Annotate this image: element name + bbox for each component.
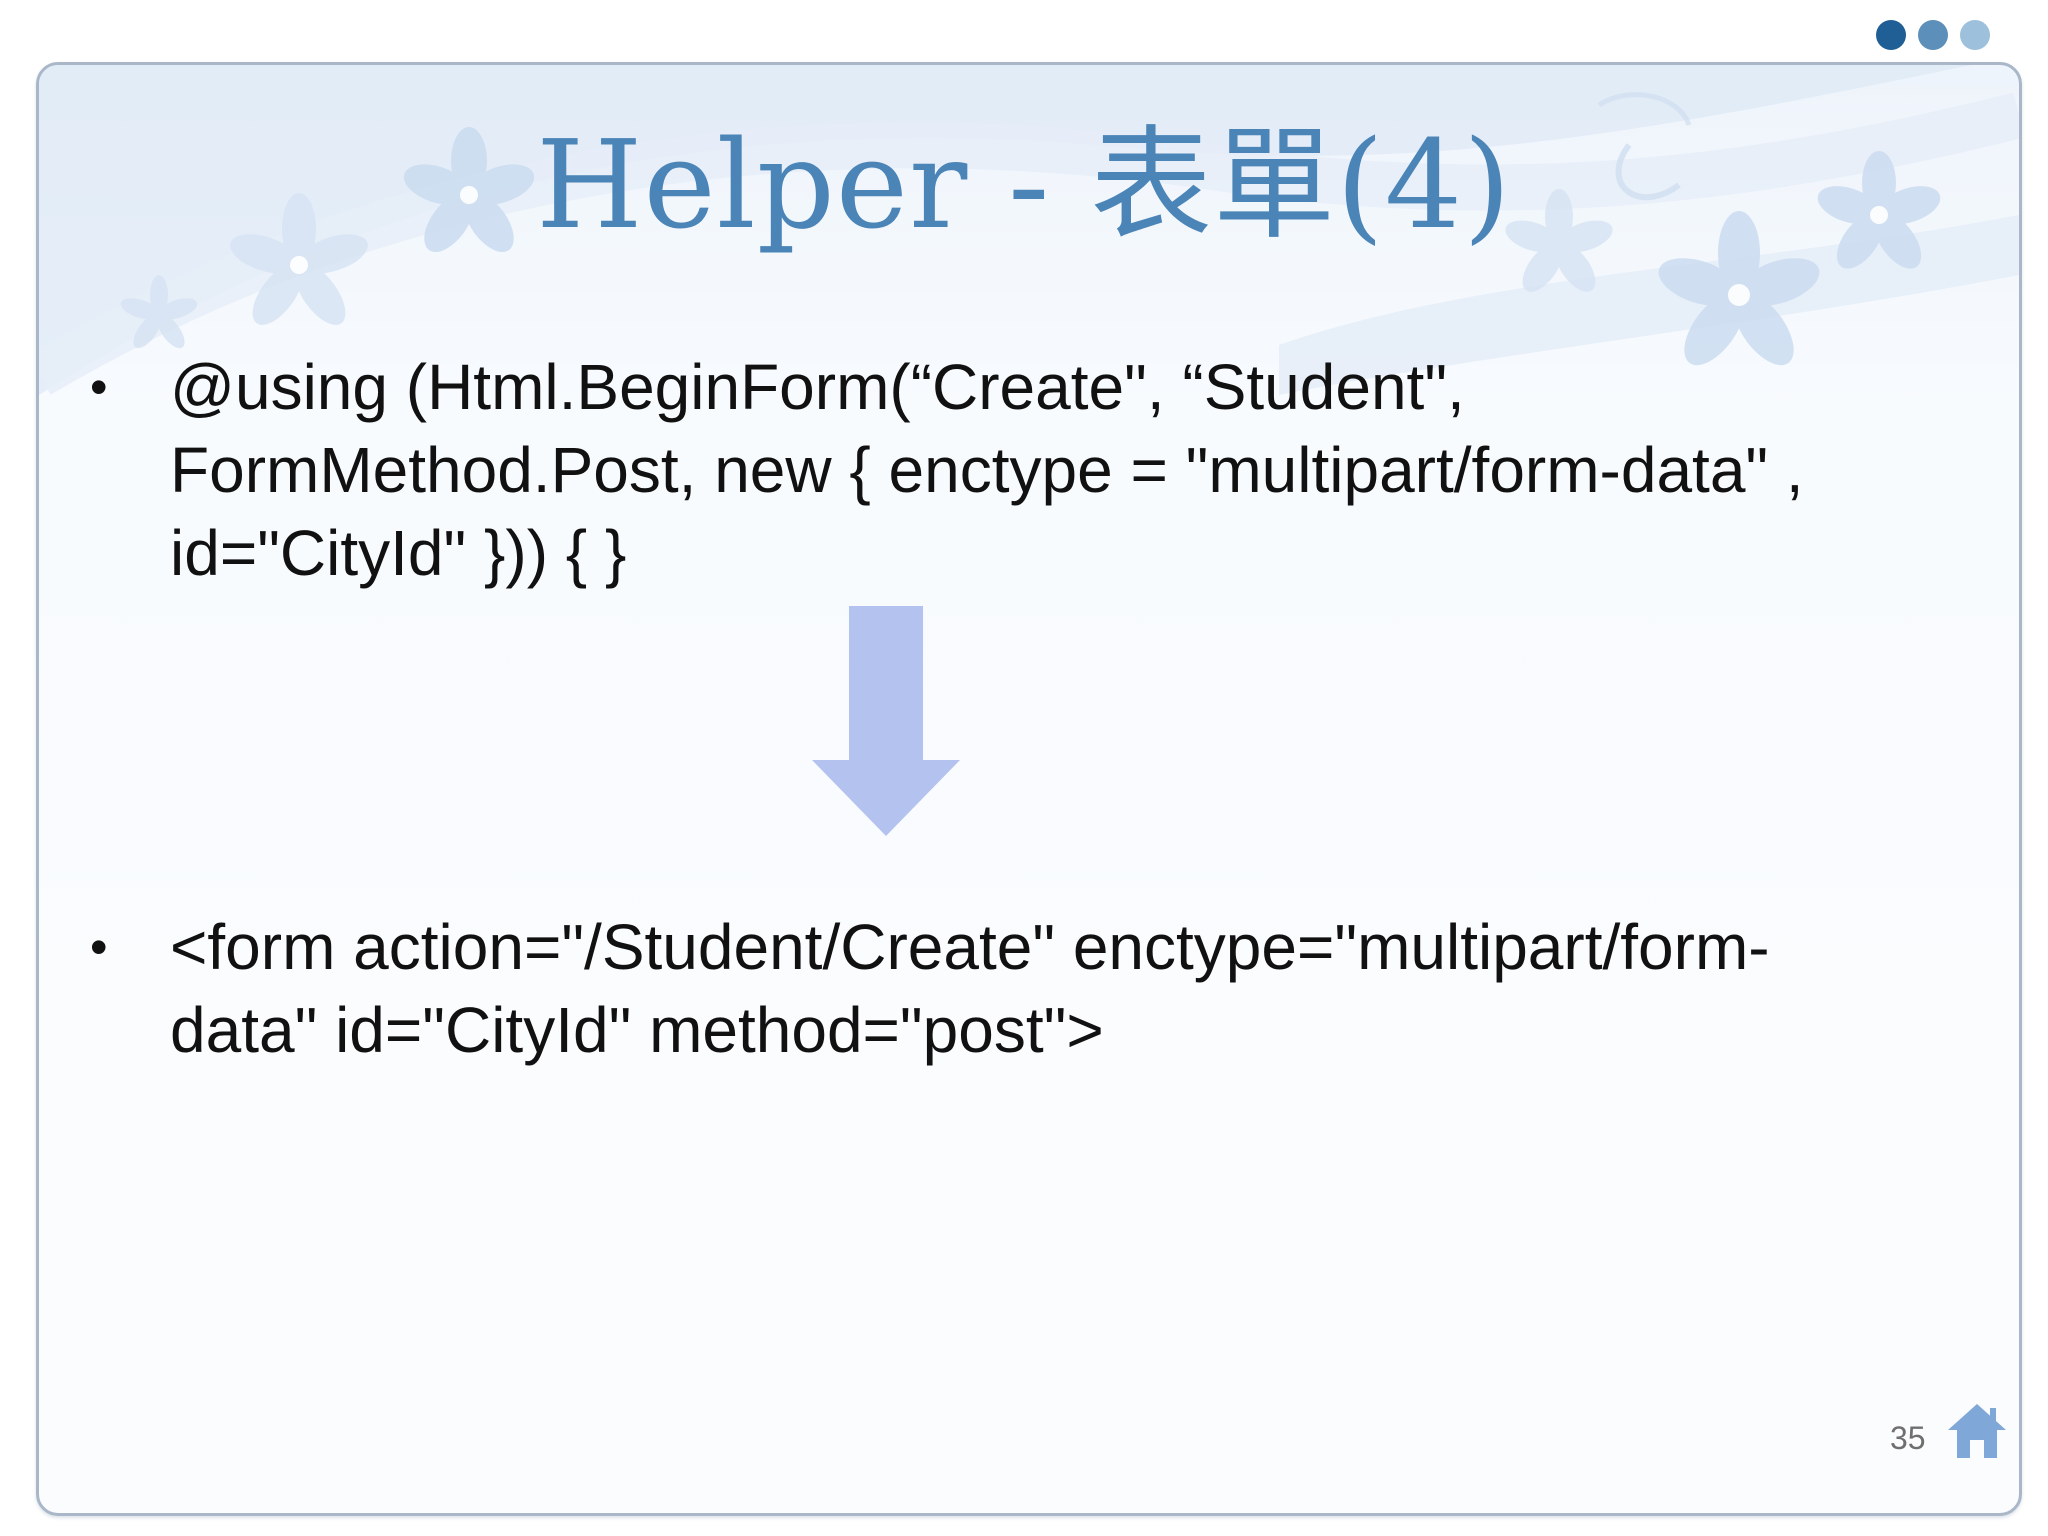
- home-icon[interactable]: [1944, 1400, 2010, 1462]
- bullet-mark: •: [90, 359, 108, 415]
- dot-dark: [1876, 20, 1906, 50]
- floral-decoration: [39, 65, 2019, 395]
- bullet-mark: •: [90, 919, 108, 975]
- down-arrow-icon: [812, 606, 960, 836]
- slide-frame: [36, 62, 2022, 1516]
- dot-light: [1960, 20, 1990, 50]
- slide-footer: 35: [1880, 1400, 2020, 1470]
- slide-title: Helper - 表單(4): [536, 114, 1512, 256]
- decorative-dots: [1876, 14, 2016, 54]
- page-number: 35: [1890, 1420, 1926, 1456]
- bullet-text: <form action="/Student/Create" enctype="…: [170, 911, 1770, 1066]
- bullet-item: • @using (Html.BeginForm(“Create", “Stud…: [90, 346, 1950, 606]
- bullet-item: • <form action="/Student/Create" enctype…: [90, 906, 1950, 1086]
- dot-mid: [1918, 20, 1948, 50]
- bullet-text: @using (Html.BeginForm(“Create", “Studen…: [170, 351, 1804, 589]
